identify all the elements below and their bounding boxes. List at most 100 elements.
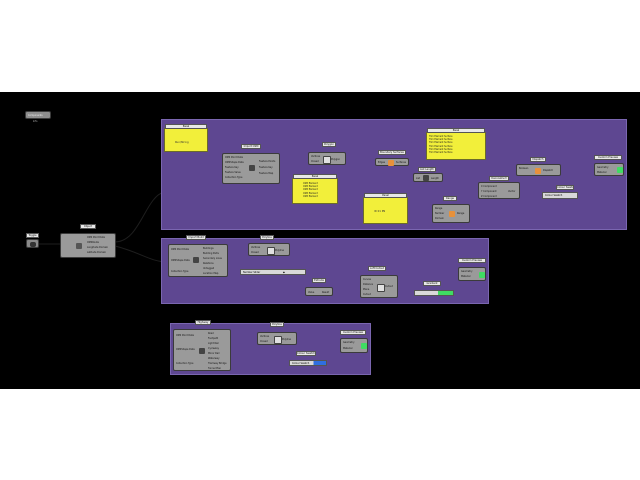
highway-in-0[interactable]: OSM Point Data: [176, 334, 194, 337]
range-in-1[interactable]: Number: [435, 212, 445, 215]
preview-icon: [361, 343, 367, 349]
import-in-0[interactable]: OSM Point Data: [225, 156, 243, 159]
polygon-in-0[interactable]: Vertices: [311, 155, 321, 158]
components-node[interactable]: Components: [25, 111, 51, 119]
custom-preview-node[interactable]: Geometry Material: [458, 267, 486, 281]
deconstruct-in-0[interactable]: X Component: [481, 185, 497, 188]
extrude-in[interactable]: Value: [308, 291, 315, 294]
toggle-node[interactable]: [26, 239, 39, 248]
build-in-2[interactable]: Collection Type: [171, 270, 189, 273]
polyline-in-1[interactable]: Closed: [251, 251, 259, 254]
loft-out[interactable]: Cutout: [385, 285, 393, 288]
highway-out-6[interactable]: Tramway Bridge: [208, 362, 227, 365]
polygon-node[interactable]: Vertices Closed Polygon: [308, 152, 346, 165]
panel-id[interactable]: Panel ID 01 PN: [363, 193, 408, 224]
range-in-0[interactable]: Range: [435, 207, 443, 210]
highway-out-4[interactable]: Minor Rail: [208, 352, 220, 355]
colour-swatch[interactable]: Colour Swatch: [289, 360, 327, 366]
highway-node[interactable]: OSM Point Data OSMShape Data Collection …: [173, 329, 231, 371]
deconstruct-in-2[interactable]: Z Component: [481, 195, 497, 198]
polyline-node[interactable]: Vertices Closed Polyline: [257, 332, 297, 345]
polyline-out[interactable]: Polyline: [275, 249, 284, 252]
import-osm-node[interactable]: OSM Point Data OSMShape Data Feature Key…: [222, 153, 280, 184]
build-out-1[interactable]: Building Parts: [203, 252, 219, 255]
polyline-in-0[interactable]: Vertices: [260, 335, 270, 338]
ghpy-port-3[interactable]: Latitude Domain: [87, 251, 107, 254]
highway-out-1[interactable]: Footpath: [208, 337, 219, 340]
highway-out-2[interactable]: Light Rail: [208, 342, 219, 345]
import-out-0[interactable]: Feature Points: [259, 160, 276, 163]
build-out-5[interactable]: Location Map: [203, 272, 219, 275]
panel-osm-elements[interactable]: Panel OSM Element OSM Element OSM Elemen…: [292, 174, 338, 204]
boundary-in[interactable]: Edges: [378, 161, 385, 164]
extrude-node[interactable]: Value Result: [305, 287, 333, 296]
polyline-node[interactable]: Vertices Closed Polyline: [248, 243, 290, 256]
dispatch-out[interactable]: Dispatch: [543, 169, 554, 172]
import-out-1[interactable]: Feature Key: [259, 166, 273, 169]
build-out-2[interactable]: Secondary Lines: [203, 257, 222, 260]
colour-swatch[interactable]: Colour Swatch: [542, 192, 578, 199]
loft-node[interactable]: Curves Distance Plane Cutout Cutout: [360, 275, 398, 298]
custom-preview-node[interactable]: Geometry Material: [340, 338, 368, 353]
import-in-1[interactable]: OSMShape Data: [225, 161, 244, 164]
preview-in-0[interactable]: Geometry: [461, 270, 473, 273]
number-slider[interactable]: Number Slider ◆: [240, 269, 306, 275]
length-out[interactable]: Length: [431, 177, 439, 180]
loft-in-0[interactable]: Curves: [363, 278, 371, 281]
loft-in-2[interactable]: Plane: [363, 288, 370, 291]
gradient-swatch[interactable]: [414, 290, 454, 296]
import-out-2[interactable]: Feature Map: [259, 172, 274, 175]
polygon-out[interactable]: Polygon: [331, 158, 341, 161]
ghpy-node[interactable]: OSM Point Data OSMRoute Longitude Domain…: [60, 233, 116, 258]
polyline-icon: [274, 336, 282, 344]
loft-in-1[interactable]: Distance: [363, 283, 374, 286]
build-in-1[interactable]: OSMShape Data: [171, 259, 190, 262]
extrude-out[interactable]: Result: [322, 291, 330, 294]
custom-preview-node[interactable]: Geometry Material: [594, 163, 624, 176]
length-in[interactable]: List: [416, 177, 421, 180]
range-node[interactable]: Range Number Domain Range: [432, 204, 470, 223]
import-in-3[interactable]: Feature Value: [225, 171, 241, 174]
dispatch-node[interactable]: Boolean Dispatch: [516, 164, 561, 176]
import-in-4[interactable]: Collection Type: [225, 176, 243, 179]
polygon-in-1[interactable]: Closed: [311, 160, 319, 163]
highway-out-5[interactable]: Waterway: [208, 357, 220, 360]
length-node[interactable]: List Length: [413, 173, 443, 182]
ghpy-port-1[interactable]: OSMRoute: [87, 241, 99, 244]
loft-in-3[interactable]: Cutout: [363, 293, 371, 296]
boundary-out[interactable]: Surfaces: [396, 161, 406, 164]
highway-out-3[interactable]: Cycleway: [208, 347, 219, 350]
polyline-out[interactable]: Polyline: [282, 338, 291, 341]
deconstruct-in-1[interactable]: Y Component: [481, 190, 497, 193]
preview-in-1[interactable]: Material: [461, 275, 471, 278]
polyline-in-1[interactable]: Closed: [260, 340, 268, 343]
build-out-3[interactable]: Relations: [203, 262, 214, 265]
build-in-0[interactable]: OSM Point Data: [171, 248, 189, 251]
preview-in-0[interactable]: Geometry: [597, 166, 609, 169]
build-out-0[interactable]: Buildings: [203, 247, 214, 250]
panel-line: Trim Element Surface: [429, 138, 453, 142]
deconstruct-out[interactable]: Vector: [508, 190, 516, 193]
preview-in-1[interactable]: Material: [597, 171, 607, 174]
deconstruct-node[interactable]: X Component Y Component Z Component Vect…: [478, 182, 520, 199]
build-out-4[interactable]: Untagged: [203, 267, 215, 270]
import-in-2[interactable]: Feature Key: [225, 166, 239, 169]
import-build-node[interactable]: OSM Point Data OSMShape Data Collection …: [168, 244, 228, 277]
grasshopper-canvas[interactable]: Components Info Toggle Object OSM Point …: [0, 92, 640, 389]
range-in-2[interactable]: Domain: [435, 217, 444, 220]
range-out[interactable]: Range: [457, 212, 465, 215]
boundary-node[interactable]: Edges Surfaces: [375, 158, 409, 166]
highway-in-2[interactable]: Collection Type: [176, 362, 194, 365]
dispatch-in[interactable]: Boolean: [519, 167, 529, 170]
preview-in-1[interactable]: Material: [343, 347, 353, 350]
panel-run-string[interactable]: Panel Run/String: [164, 124, 208, 152]
polyline-in-0[interactable]: Vertices: [251, 246, 261, 249]
highway-out-7[interactable]: Tunnel Plan: [208, 367, 222, 370]
ghpy-port-2[interactable]: Longitude Domain: [87, 246, 109, 249]
slider-handle[interactable]: ◆: [283, 271, 285, 274]
highway-out-0[interactable]: Road: [208, 332, 214, 335]
ghpy-port-0[interactable]: OSM Point Data: [87, 236, 105, 239]
preview-in-0[interactable]: Geometry: [343, 341, 355, 344]
highway-in-1[interactable]: OSMShape Data: [176, 348, 195, 351]
panel-trim-surfaces[interactable]: Panel Trim Element Surface Trim Element …: [426, 128, 486, 160]
